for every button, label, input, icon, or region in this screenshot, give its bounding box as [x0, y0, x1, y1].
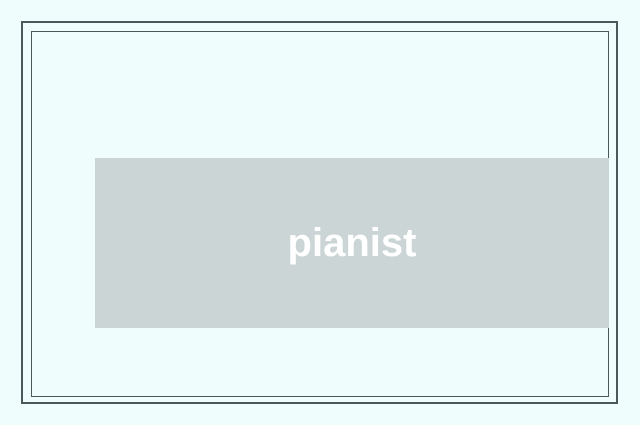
placeholder-caption-text: pianist	[287, 221, 417, 265]
outer-frame-border	[21, 21, 618, 404]
media-placeholder-block[interactable]: pianist	[95, 158, 609, 328]
content-region: pianist	[32, 32, 609, 396]
